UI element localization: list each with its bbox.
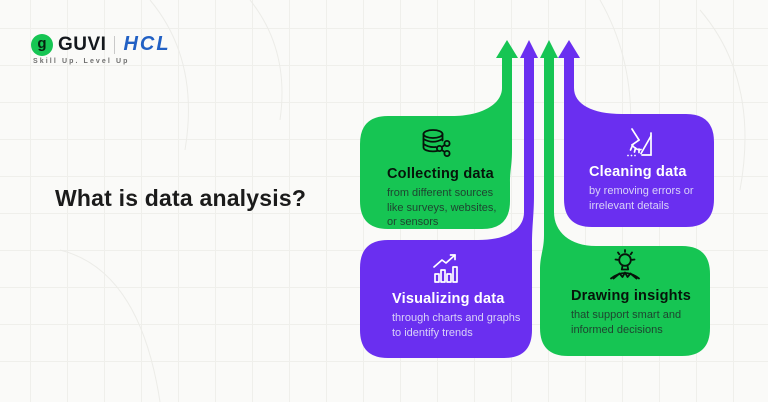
card-title: Collecting data xyxy=(387,166,494,182)
card-description: that support smart and informed decision… xyxy=(571,309,682,336)
card-description: from different sources like surveys, web… xyxy=(387,187,497,229)
card-collecting-data: Collecting data from different sources l… xyxy=(387,166,509,230)
card-title: Visualizing data xyxy=(392,291,505,307)
card-description: by removing errors or irrelevant details xyxy=(589,185,694,212)
broom-sweep-icon xyxy=(620,125,656,161)
page-title: What is data analysis? xyxy=(55,185,307,211)
brand-header: g GUVI HCL xyxy=(31,33,171,56)
flow-shape-collecting-data xyxy=(360,40,518,229)
logo-divider xyxy=(114,35,116,54)
card-cleaning-data: Cleaning data by removing errors or irre… xyxy=(589,164,705,213)
bar-chart-growth-icon xyxy=(429,252,463,286)
guvi-mark-letter: g xyxy=(37,35,47,52)
guvi-logo-icon: g xyxy=(31,33,53,56)
brand-tagline: Skill Up. Level Up xyxy=(33,58,130,65)
card-title: Cleaning data xyxy=(589,164,687,180)
card-title: Drawing insights xyxy=(571,288,692,304)
card-visualizing-data: Visualizing data through charts and grap… xyxy=(392,291,528,340)
guvi-wordmark: GUVI xyxy=(58,33,107,55)
card-description: through charts and graphs to identify tr… xyxy=(392,312,521,339)
flow-shape-cleaning-data xyxy=(558,40,714,227)
database-share-icon xyxy=(418,127,452,161)
card-drawing-insights: Drawing insights that support smart and … xyxy=(571,288,693,337)
hcl-wordmark: HCL xyxy=(123,33,171,55)
flow-shape-visualizing-data xyxy=(360,40,538,358)
flow-shape-drawing-insights xyxy=(540,40,710,356)
lightbulb-hands-icon xyxy=(605,247,645,287)
